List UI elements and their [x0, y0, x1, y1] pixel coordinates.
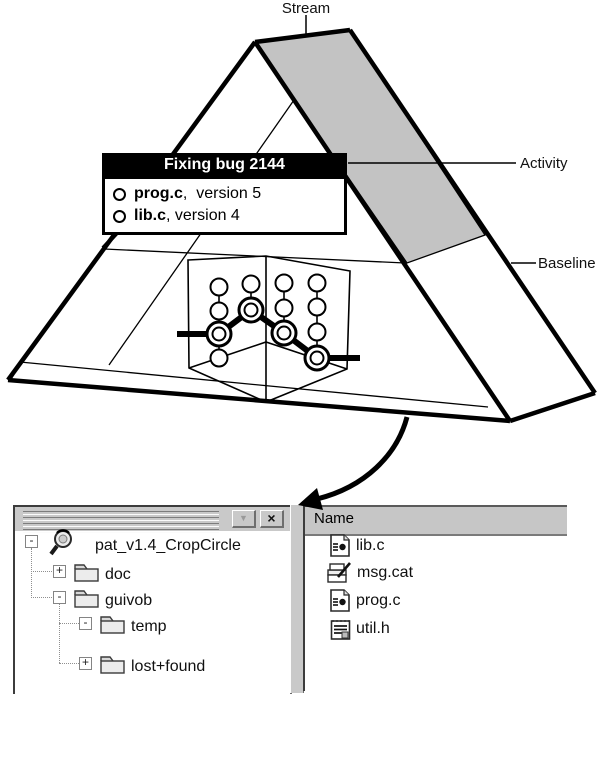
tree-item-doc[interactable]: doc	[105, 566, 131, 583]
tree-connector	[31, 571, 52, 572]
folder-icon	[73, 588, 100, 609]
activity-title: Fixing bug 2144	[102, 153, 347, 176]
catalog-file-icon	[326, 561, 352, 585]
pane-splitter[interactable]	[290, 505, 304, 693]
file-name: lib.c	[356, 536, 385, 554]
change-set-file: prog.c	[134, 185, 183, 202]
change-set-file: lib.c	[134, 207, 167, 224]
tree-connector	[59, 623, 79, 624]
file-name: util.h	[356, 619, 390, 637]
toolbar-gripper[interactable]	[23, 511, 219, 535]
folder-icon	[73, 562, 100, 583]
expander-lost-found[interactable]: +	[79, 656, 92, 670]
tree-item-guivob[interactable]: guivob	[105, 592, 153, 609]
tree-item-temp[interactable]: temp	[131, 618, 167, 635]
stream-pyramid-diagram	[6, 15, 597, 424]
tree-connector	[31, 548, 32, 598]
tree-connector	[59, 604, 60, 663]
file-name: msg.cat	[357, 564, 414, 581]
version-bullet-icon	[113, 209, 126, 223]
file-row[interactable]: msg.cat	[326, 561, 413, 585]
label-pointer-lines	[305, 15, 536, 264]
file-row[interactable]: prog.c	[330, 589, 400, 612]
c-source-file-icon	[330, 534, 351, 557]
expander-guivob[interactable]: -	[53, 590, 66, 604]
expander-root[interactable]: -	[25, 534, 38, 548]
folder-icon	[99, 654, 126, 675]
stream-label: Stream	[281, 0, 331, 17]
header-file-icon	[330, 617, 351, 640]
dropdown-button[interactable]: ▼	[232, 510, 256, 528]
tree-connector	[59, 663, 79, 664]
file-name: prog.c	[356, 591, 401, 609]
pane-toolbar: ▼ ×	[15, 507, 290, 533]
tree-item-view-root[interactable]: pat_v1.4_CropCircle	[95, 537, 241, 554]
folder-icon	[99, 614, 126, 635]
magnifier-view-icon	[48, 529, 78, 556]
activity-change-set-list: prog.c, version 5 lib.c, version 4	[102, 176, 347, 235]
change-set-version: , version 5	[182, 185, 262, 202]
version-nodes	[209, 273, 327, 368]
version-bullet-icon	[113, 187, 126, 201]
tree-item-lost-found[interactable]: lost+found	[131, 658, 206, 675]
baseline-label: Baseline	[538, 255, 596, 272]
tree-connector	[31, 597, 52, 598]
file-row[interactable]: lib.c	[330, 534, 384, 557]
activity-label: Activity	[520, 155, 568, 172]
activity-callout-box: Fixing bug 2144 prog.c, version 5 lib.c,…	[102, 153, 347, 235]
expander-temp[interactable]: -	[79, 616, 92, 630]
change-set-item: prog.c, version 5	[113, 183, 344, 205]
name-column-header[interactable]: Name	[305, 505, 567, 536]
change-set-item: lib.c, version 4	[113, 205, 344, 227]
selected-version-nodes	[205, 296, 331, 372]
file-row[interactable]: util.h	[330, 617, 390, 640]
c-source-file-icon	[330, 589, 351, 612]
expander-doc[interactable]: +	[53, 564, 66, 578]
close-button[interactable]: ×	[260, 510, 284, 528]
change-set-version: , version 4	[166, 207, 240, 224]
